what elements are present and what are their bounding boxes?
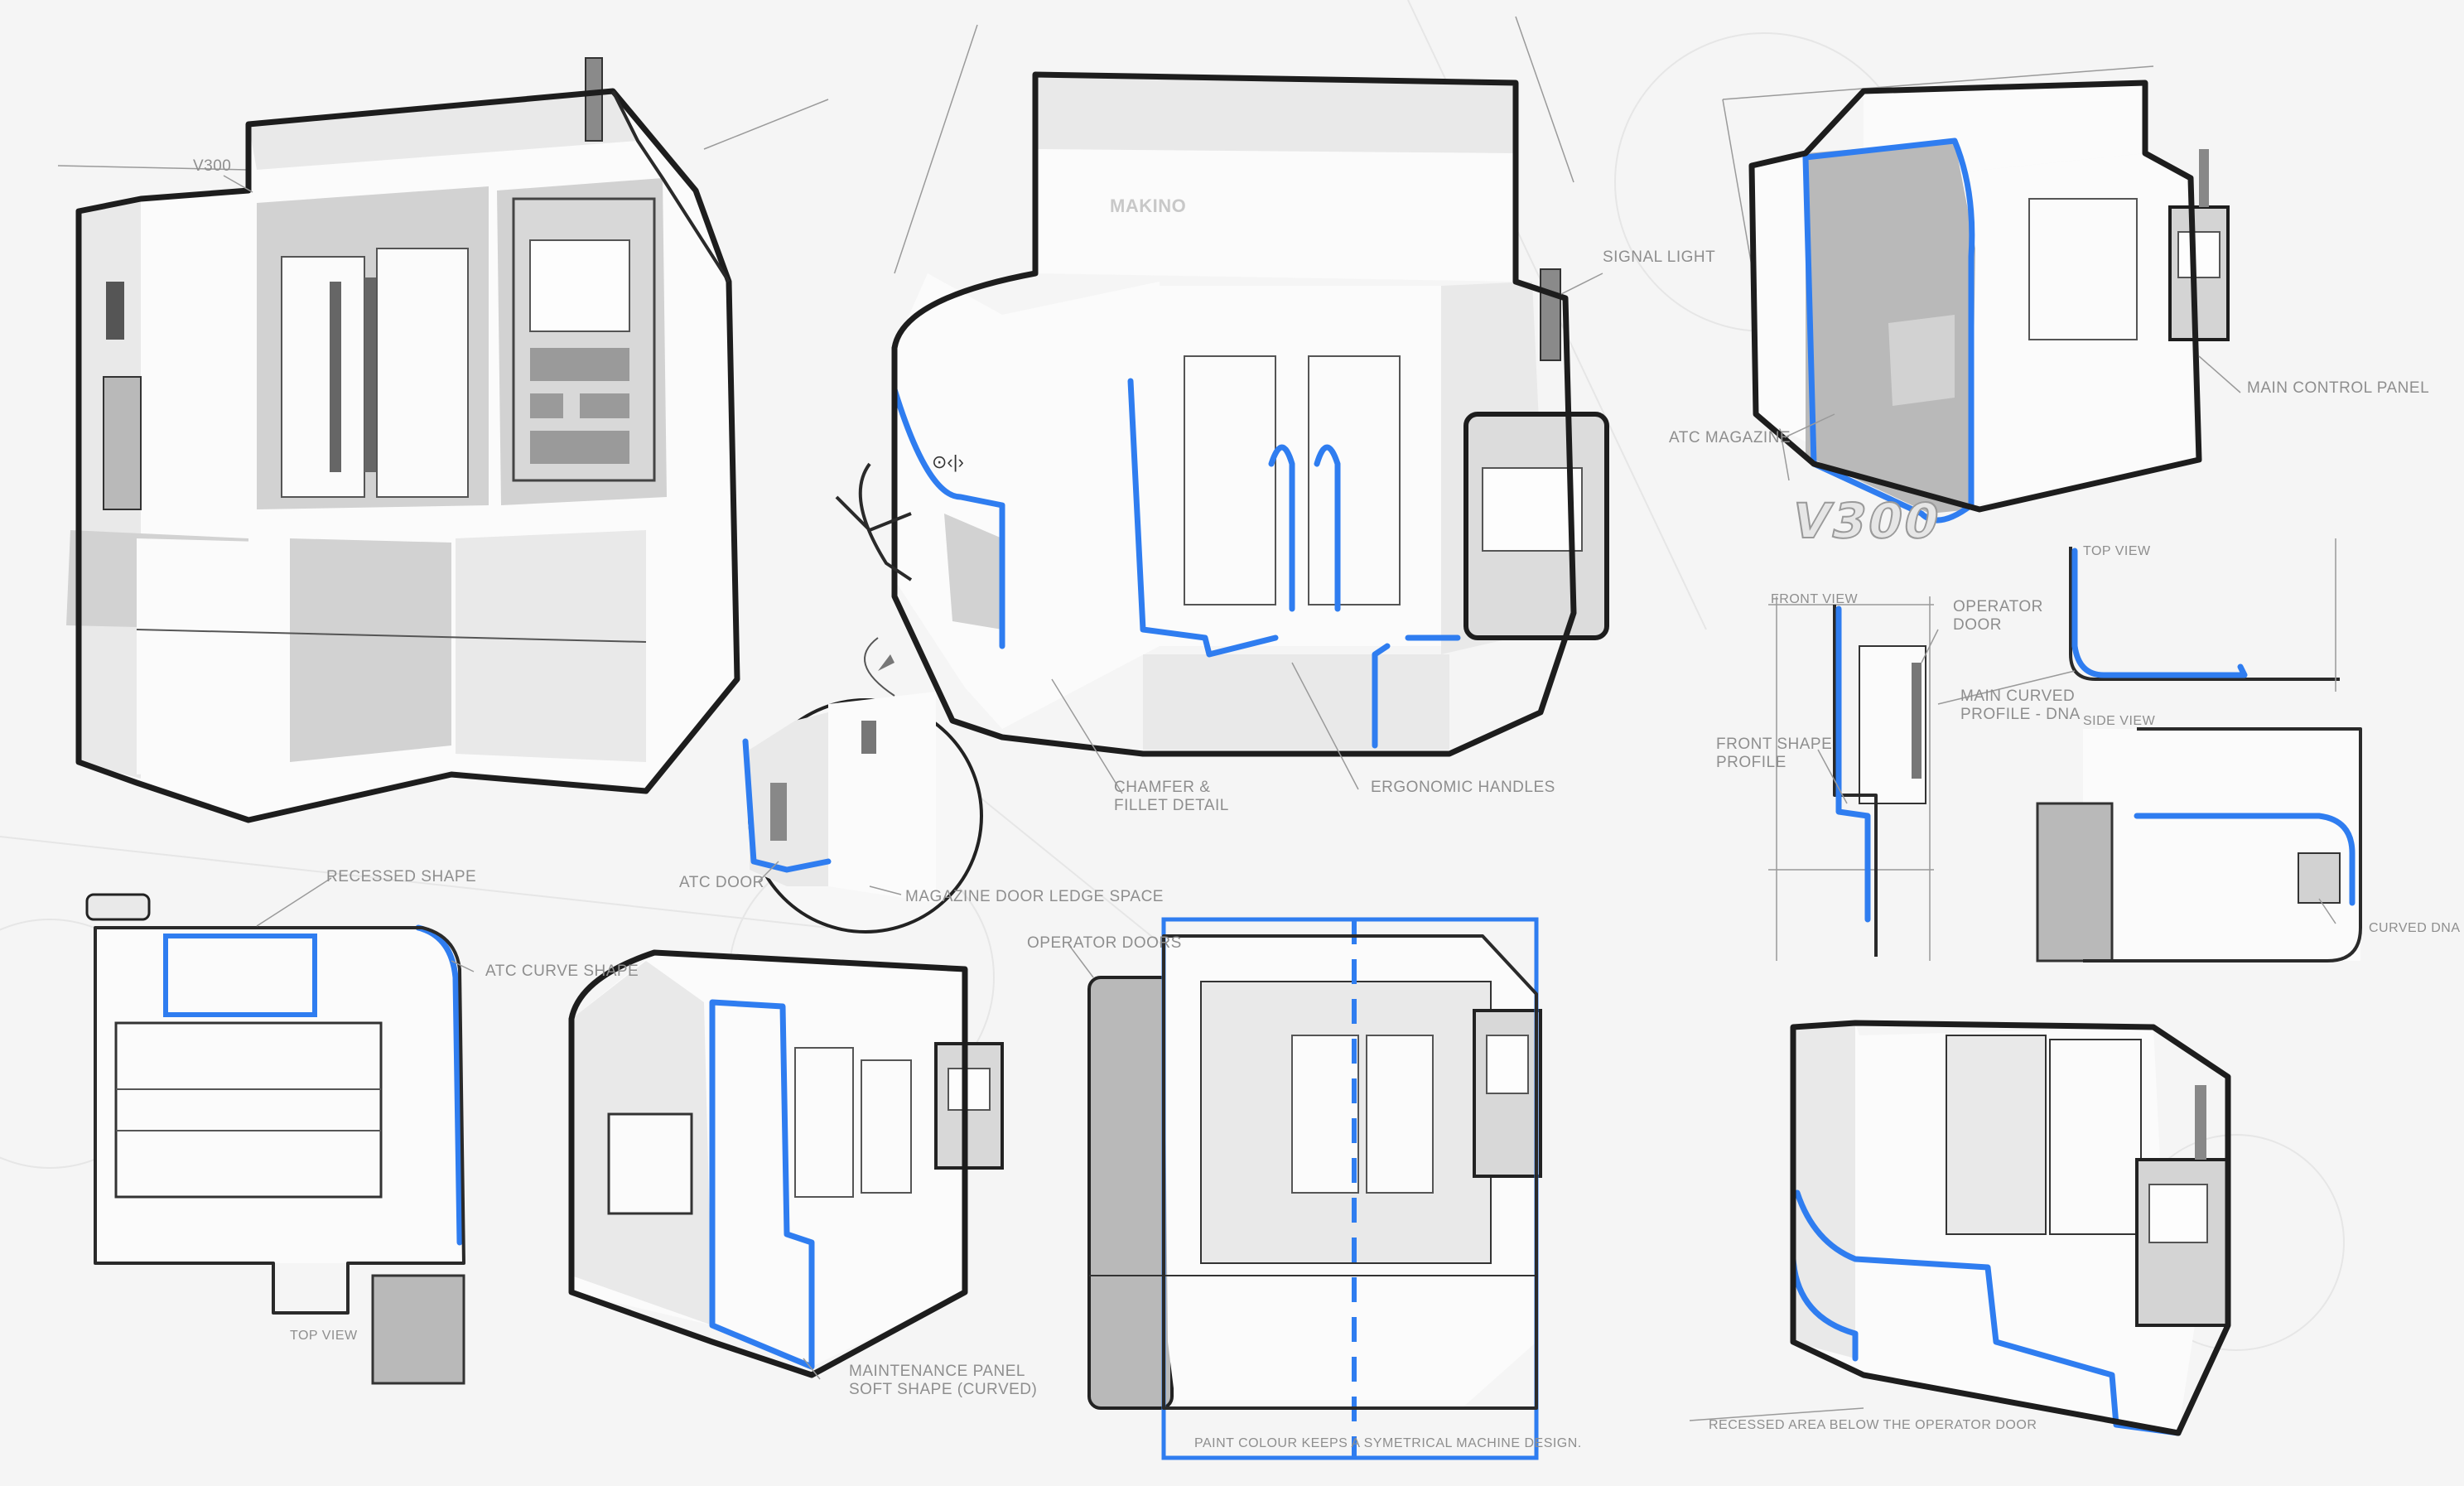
label-signal-light: SIGNAL LIGHT: [1603, 248, 1716, 266]
label-curved-dna: CURVED DNA: [2369, 921, 2461, 935]
label-maintenance-panel: MAINTENANCE PANEL SOFT SHAPE (CURVED): [849, 1363, 1038, 1398]
label-front-shape-profile: FRONT SHAPE PROFILE: [1716, 736, 1833, 771]
logo-icon: MAKINO: [1110, 195, 1187, 216]
label-main-curved-profile: MAIN CURVED PROFILE - DNA: [1960, 688, 2081, 723]
label-recessed-area: RECESSED AREA BELOW THE OPERATOR DOOR: [1709, 1418, 2037, 1432]
label-v300: V300: [193, 157, 232, 175]
label-recessed-shape: RECESSED SHAPE: [326, 868, 477, 885]
label-paint-colour: PAINT COLOUR KEEPS A SYMETRICAL MACHINE …: [1194, 1436, 1582, 1450]
leader-lines: [223, 175, 2336, 1421]
label-operator-doors: OPERATOR DOORS: [1027, 934, 1182, 952]
label-chamfer-fillet: CHAMFER & FILLET DETAIL: [1114, 779, 1229, 814]
signal-light-icon: [2199, 149, 2209, 207]
label-front-view: FRONT VIEW: [1771, 592, 1859, 606]
label-top-view-1: TOP VIEW: [2083, 544, 2151, 558]
label-main-control-panel: MAIN CONTROL PANEL: [2247, 379, 2430, 397]
brand-mark: V300: [1787, 492, 1947, 550]
label-operator-door: OPERATOR DOOR: [1953, 598, 2043, 634]
label-top-view-2: TOP VIEW: [290, 1329, 358, 1343]
svg-text:⊙‹|›: ⊙‹|›: [932, 451, 964, 472]
machine-sketch-recessed: [1790, 1020, 2231, 1436]
label-magazine-door-ledge: MAGAZINE DOOR LEDGE SPACE: [905, 888, 1164, 905]
label-atc-magazine: ATC MAGAZINE: [1669, 429, 1791, 446]
machine-sketch-main: [57, 57, 829, 823]
orthographic-views: [1768, 538, 2362, 963]
machine-sketch-front-left: [85, 893, 465, 1385]
signal-light-icon: [1540, 268, 1561, 361]
atc-door-detail: [742, 637, 983, 934]
label-atc-curve-shape: ATC CURVE SHAPE: [485, 963, 639, 980]
signal-light-icon: [585, 57, 603, 142]
label-ergonomic-handles: ERGONOMIC HANDLES: [1371, 779, 1555, 796]
machine-sketch-symmetry: [1087, 917, 1542, 1460]
label-side-view: SIDE VIEW: [2083, 714, 2156, 728]
signal-light-icon: [2195, 1085, 2206, 1160]
label-atc-door: ATC DOOR: [679, 874, 764, 891]
machine-sketch-atc: [1722, 65, 2230, 523]
machine-sketch-center: ⊙‹|›: [835, 16, 1609, 757]
machine-sketch-maintenance: [568, 949, 1004, 1378]
